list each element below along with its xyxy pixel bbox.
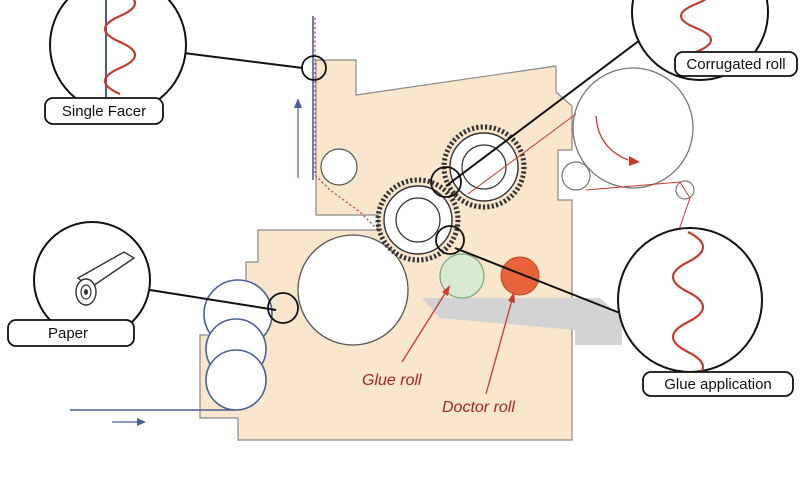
glue-application-label: Glue application [642,371,794,397]
corrugated-medium-path [314,18,381,233]
paper-label: Paper [7,319,135,347]
corrugated-roll-text: Corrugated roll [686,56,785,73]
upper-corrugating-roll [441,124,527,210]
single-facer-text: Single Facer [62,103,146,120]
corrugated-wave-icon [103,0,137,96]
glue-pan [422,298,622,345]
lower-corrugating-roll [375,177,461,263]
glue-roll-label: Glue roll [362,372,422,389]
liner-web-lower [585,181,691,251]
doctor-roll-pointer [485,292,515,395]
up-arrow-icon [294,98,302,178]
pressure-roll [297,234,409,346]
glue-roll-pointer [401,285,450,363]
doctor-roll [500,256,540,296]
glue-application-detail [617,227,763,373]
right-arrow-icon [112,418,146,426]
preconditioner-roll [572,67,694,189]
rotation-arrow-icon [595,115,640,166]
glue-application-text: Glue application [664,376,772,393]
preheater-roll-bottom [205,349,267,411]
glue-roll [439,253,485,299]
paper-text: Paper [48,325,88,342]
single-facer-label: Single Facer [44,97,164,125]
corrugated-roll-label: Corrugated roll [674,51,798,77]
corrugated-wave-icon [671,231,705,372]
right-small-roll [561,161,591,191]
preheater-rolls [203,279,273,411]
liner-web-upper [467,113,577,195]
doctor-roll-label: Doctor roll [442,399,515,416]
paper-detail [33,221,151,339]
detail-circles [267,55,465,324]
paper-roll-icon [75,251,136,306]
idler-roll [320,148,358,186]
